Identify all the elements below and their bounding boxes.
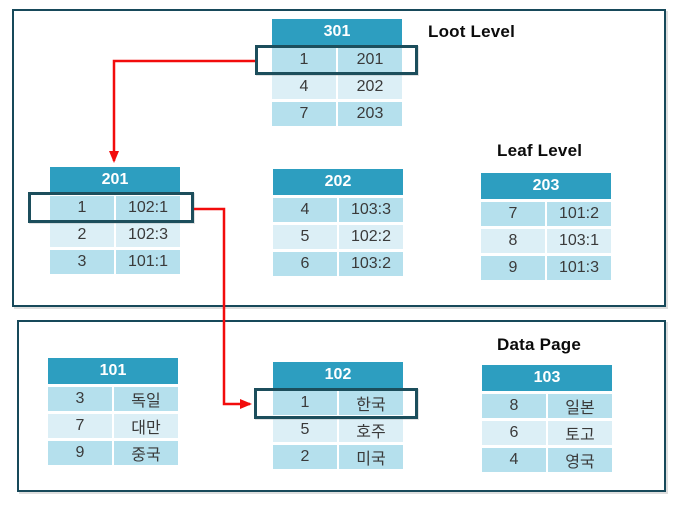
root-level-label: Loot Level xyxy=(428,22,516,41)
key-cell: 6 xyxy=(482,421,546,445)
value-cell: 201 xyxy=(338,48,402,72)
key-cell: 7 xyxy=(272,102,336,126)
table-row: 6 103:2 xyxy=(273,252,403,276)
data-page-103: 103 8 일본 6 토고 4 영국 xyxy=(482,365,612,472)
value-cell: 202 xyxy=(338,75,402,99)
value-cell: 203 xyxy=(338,102,402,126)
table-row: 4 영국 xyxy=(482,448,612,472)
value-cell: 토고 xyxy=(548,421,612,445)
table-row: 4 103:3 xyxy=(273,198,403,222)
key-cell: 8 xyxy=(481,229,545,253)
table-row: 8 일본 xyxy=(482,394,612,418)
table-row: 2 102:3 xyxy=(50,223,180,247)
table-row: 7 203 xyxy=(272,102,402,126)
page-301-title: 301 xyxy=(272,19,402,45)
key-cell: 9 xyxy=(481,256,545,280)
key-cell: 9 xyxy=(48,441,112,465)
page-202-title: 202 xyxy=(273,169,403,195)
leaf-level-label: Leaf Level xyxy=(497,141,583,160)
key-cell: 7 xyxy=(48,414,112,438)
table-row: 8 103:1 xyxy=(481,229,611,253)
value-cell: 미국 xyxy=(339,445,403,469)
value-cell: 한국 xyxy=(339,391,403,415)
index-page-201: 201 1 102:1 2 102:3 3 101:1 xyxy=(50,167,180,274)
key-cell: 1 xyxy=(272,48,336,72)
table-row: 1 102:1 xyxy=(50,196,180,220)
data-page-label: Data Page xyxy=(497,335,582,354)
table-row: 7 101:2 xyxy=(481,202,611,226)
table-row: 1 201 xyxy=(272,48,402,72)
key-cell: 3 xyxy=(50,250,114,274)
value-cell: 영국 xyxy=(548,448,612,472)
value-cell: 102:3 xyxy=(116,223,180,247)
table-row: 3 독일 xyxy=(48,387,178,411)
key-cell: 5 xyxy=(273,418,337,442)
value-cell: 102:2 xyxy=(339,225,403,249)
value-cell: 101:3 xyxy=(547,256,611,280)
key-cell: 6 xyxy=(273,252,337,276)
index-page-301: 301 1 201 4 202 7 203 xyxy=(272,19,402,126)
page-102-title: 102 xyxy=(273,362,403,388)
table-row: 9 101:3 xyxy=(481,256,611,280)
key-cell: 7 xyxy=(481,202,545,226)
key-cell: 8 xyxy=(482,394,546,418)
value-cell: 101:1 xyxy=(116,250,180,274)
value-cell: 103:2 xyxy=(339,252,403,276)
index-page-202: 202 4 103:3 5 102:2 6 103:2 xyxy=(273,169,403,276)
page-201-title: 201 xyxy=(50,167,180,193)
table-row: 4 202 xyxy=(272,75,402,99)
page-101-title: 101 xyxy=(48,358,178,384)
value-cell: 일본 xyxy=(548,394,612,418)
key-cell: 4 xyxy=(273,198,337,222)
value-cell: 독일 xyxy=(114,387,178,411)
key-cell: 1 xyxy=(50,196,114,220)
data-page-101: 101 3 독일 7 대만 9 중국 xyxy=(48,358,178,465)
page-203-title: 203 xyxy=(481,173,611,199)
value-cell: 대만 xyxy=(114,414,178,438)
value-cell: 중국 xyxy=(114,441,178,465)
key-cell: 3 xyxy=(48,387,112,411)
key-cell: 2 xyxy=(50,223,114,247)
table-row: 9 중국 xyxy=(48,441,178,465)
highlight-box-301-row1 xyxy=(255,45,418,75)
key-cell: 1 xyxy=(273,391,337,415)
value-cell: 103:1 xyxy=(547,229,611,253)
highlight-box-201-row1 xyxy=(28,192,194,223)
table-row: 7 대만 xyxy=(48,414,178,438)
value-cell: 102:1 xyxy=(116,196,180,220)
table-row: 5 102:2 xyxy=(273,225,403,249)
data-page-102: 102 1 한국 5 호주 2 미국 xyxy=(273,362,403,469)
table-row: 5 호주 xyxy=(273,418,403,442)
table-row: 2 미국 xyxy=(273,445,403,469)
key-cell: 2 xyxy=(273,445,337,469)
key-cell: 4 xyxy=(482,448,546,472)
index-level-container xyxy=(12,9,666,307)
key-cell: 4 xyxy=(272,75,336,99)
table-row: 3 101:1 xyxy=(50,250,180,274)
value-cell: 103:3 xyxy=(339,198,403,222)
table-row: 6 토고 xyxy=(482,421,612,445)
data-page-container xyxy=(17,320,666,492)
page-103-title: 103 xyxy=(482,365,612,391)
key-cell: 5 xyxy=(273,225,337,249)
value-cell: 101:2 xyxy=(547,202,611,226)
table-row: 1 한국 xyxy=(273,391,403,415)
value-cell: 호주 xyxy=(339,418,403,442)
highlight-box-102-row1 xyxy=(254,388,418,419)
index-page-203: 203 7 101:2 8 103:1 9 101:3 xyxy=(481,173,611,280)
